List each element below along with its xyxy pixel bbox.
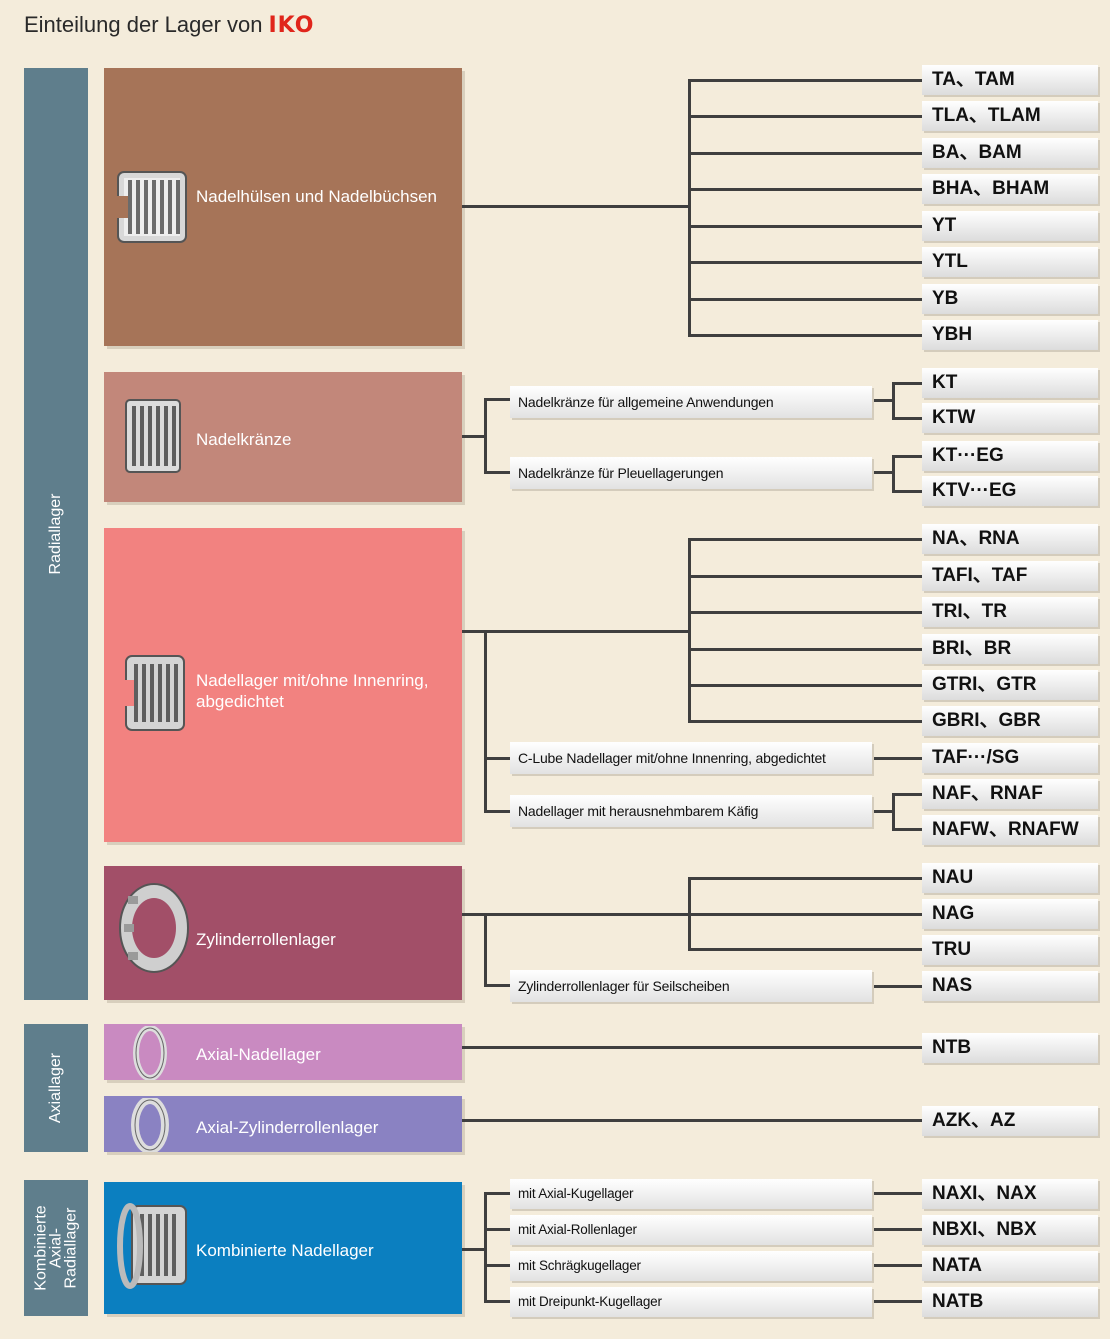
sub-box: C-Lube Nadellager mit/ohne Innenring, ab… bbox=[510, 742, 872, 774]
group-axial-label: Axiallager bbox=[47, 1052, 64, 1124]
code-box: NAFW、RNAFW bbox=[922, 815, 1098, 845]
panel-axial-nadellager: Axial-Nadellager bbox=[104, 1024, 462, 1080]
panel-zylinderrollenlager: Zylinderrollenlager bbox=[104, 866, 462, 1000]
code-box: NATA bbox=[922, 1251, 1098, 1281]
sub-box: mit Schrägkugellager bbox=[510, 1251, 872, 1281]
sub-box: mit Axial-Kugellager bbox=[510, 1179, 872, 1209]
code-box: NTB bbox=[922, 1033, 1098, 1063]
group-radial: Radiallager bbox=[24, 68, 88, 1000]
code-box: YBH bbox=[922, 320, 1098, 350]
code-box: NATB bbox=[922, 1287, 1098, 1317]
sub-box: Zylinderrollenlager für Seilscheiben bbox=[510, 970, 872, 1002]
code-box: YB bbox=[922, 284, 1098, 314]
code-box: NAG bbox=[922, 899, 1098, 929]
title-text: Einteilung der Lager von bbox=[24, 12, 263, 37]
code-box: NAF、RNAF bbox=[922, 779, 1098, 809]
panel-axial-zylinderrollenlager: Axial-Zylinderrollenlager bbox=[104, 1096, 462, 1152]
iko-logo: IKO bbox=[268, 13, 315, 38]
code-box: KTV···EG bbox=[922, 476, 1098, 506]
code-box: BHA、BHAM bbox=[922, 174, 1098, 204]
panel-nadellager: Nadellager mit/ohne Innenring, abgedicht… bbox=[104, 528, 462, 842]
code-box: TA、TAM bbox=[922, 65, 1098, 95]
sub-box: Nadelkränze für allgemeine Anwendungen bbox=[510, 386, 872, 418]
code-box: YTL bbox=[922, 247, 1098, 277]
sub-box: mit Axial-Rollenlager bbox=[510, 1215, 872, 1245]
code-box: NAS bbox=[922, 971, 1098, 1001]
thrust-roller-icon bbox=[131, 1098, 169, 1152]
panel-kombinierte-nadellager: Kombinierte Nadellager bbox=[104, 1182, 462, 1314]
sub-box: Nadellager mit herausnehmbarem Käfig bbox=[510, 795, 872, 827]
panel-nadelkraenze: Nadelkränze bbox=[104, 372, 462, 502]
code-box: GBRI、GBR bbox=[922, 706, 1098, 736]
code-box: YT bbox=[922, 211, 1098, 241]
thrust-needle-icon bbox=[133, 1026, 167, 1080]
code-box: TRU bbox=[922, 935, 1098, 965]
code-box: TLA、TLAM bbox=[922, 101, 1098, 131]
code-box: BA、BAM bbox=[922, 138, 1098, 168]
code-box: BRI、BR bbox=[922, 634, 1098, 664]
code-box: KT···EG bbox=[922, 441, 1098, 471]
group-combined-label: Kombinierte Axial-Radiallager bbox=[32, 1205, 80, 1291]
panel-title: Kombinierte Nadellager bbox=[196, 1241, 374, 1260]
group-radial-label: Radiallager bbox=[47, 493, 64, 575]
panel-nadelhuelsen: Nadelhülsen und Nadelbüchsen bbox=[104, 68, 462, 346]
code-box: TRI、TR bbox=[922, 597, 1098, 627]
sub-box: Nadelkränze für Pleuellagerungen bbox=[510, 457, 872, 489]
code-box: TAF···/SG bbox=[922, 743, 1098, 773]
code-box: KT bbox=[922, 368, 1098, 398]
group-combined: Kombinierte Axial-Radiallager bbox=[24, 1180, 88, 1316]
panel-title: Nadellager mit/ohne Innenring, abgedicht… bbox=[196, 671, 429, 711]
code-box: TAFI、TAF bbox=[922, 561, 1098, 591]
sub-box: mit Dreipunkt-Kugellager bbox=[510, 1287, 872, 1317]
code-box: NA、RNA bbox=[922, 524, 1098, 554]
needle-bearing-icon bbox=[118, 655, 185, 731]
needle-cage-icon bbox=[125, 399, 181, 473]
panel-title: Nadelkränze bbox=[196, 430, 292, 449]
panel-title: Axial-Nadellager bbox=[196, 1045, 321, 1064]
code-box: NAU bbox=[922, 863, 1098, 893]
panel-title: Axial-Zylinderrollenlager bbox=[196, 1118, 379, 1137]
panel-title: Nadelhülsen und Nadelbüchsen bbox=[196, 187, 438, 206]
code-box: NBXI、NBX bbox=[922, 1215, 1098, 1245]
group-axial: Axiallager bbox=[24, 1024, 88, 1152]
panel-title: Zylinderrollenlager bbox=[196, 930, 336, 949]
needle-sleeve-icon bbox=[114, 171, 187, 243]
cylindrical-roller-bearing-icon bbox=[119, 883, 189, 973]
combined-bearing-icon bbox=[117, 1203, 187, 1289]
code-box: GTRI、GTR bbox=[922, 670, 1098, 700]
code-box: KTW bbox=[922, 403, 1098, 433]
code-box: AZK、AZ bbox=[922, 1106, 1098, 1136]
code-box: NAXI、NAX bbox=[922, 1179, 1098, 1209]
